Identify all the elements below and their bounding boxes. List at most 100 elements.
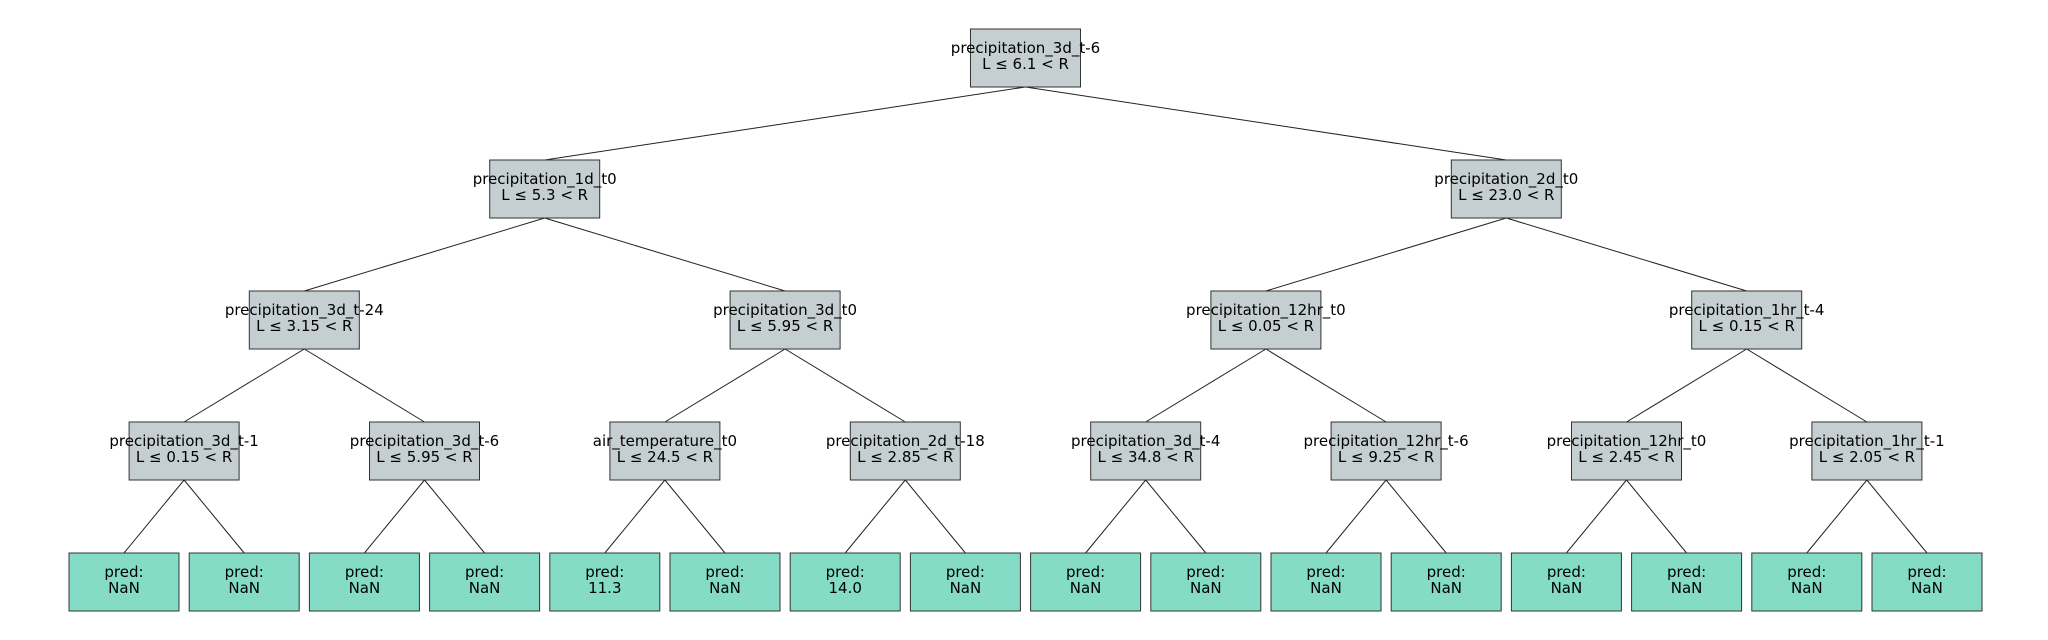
leaf-pred-label: pred: bbox=[1907, 563, 1946, 581]
leaf-pred-label: pred: bbox=[1667, 563, 1706, 581]
leaf-value-label: NaN bbox=[1190, 579, 1222, 597]
node-feature-label: precipitation_12hr_t-6 bbox=[1304, 432, 1469, 451]
tree-edge bbox=[1626, 479, 1687, 554]
node-rule-label: L ≤ 5.95 < R bbox=[376, 448, 472, 466]
node-rule-label: L ≤ 6.1 < R bbox=[982, 55, 1069, 73]
node-rule-label: L ≤ 0.05 < R bbox=[1218, 317, 1314, 335]
tree-edge bbox=[1506, 217, 1747, 292]
tree-edge bbox=[1145, 479, 1207, 554]
leaf-box bbox=[1871, 552, 1983, 612]
tree-edge bbox=[784, 348, 906, 423]
node-feature-label: precipitation_2d_t-18 bbox=[826, 432, 985, 451]
tree-edge bbox=[544, 86, 1026, 161]
leaf-node: pred:NaN bbox=[1510, 552, 1622, 612]
leaf-pred-label: pred: bbox=[465, 563, 504, 581]
leaf-node: pred:NaN bbox=[1150, 552, 1262, 612]
leaf-pred-label: pred: bbox=[345, 563, 384, 581]
split-box bbox=[1571, 421, 1682, 481]
node-feature-label: precipitation_2d_t0 bbox=[1434, 170, 1578, 189]
leaf-node: pred:NaN bbox=[1030, 552, 1142, 612]
leaf-box bbox=[1631, 552, 1743, 612]
leaf-node: pred:NaN bbox=[68, 552, 180, 612]
leaf-node: pred:14.0 bbox=[789, 552, 901, 612]
node-rule-label: L ≤ 9.25 < R bbox=[1338, 448, 1434, 466]
split-node: precipitation_3d_t-6L ≤ 6.1 < R bbox=[951, 28, 1100, 88]
leaf-value-label: NaN bbox=[108, 579, 140, 597]
leaf-pred-label: pred: bbox=[705, 563, 744, 581]
leaf-value-label: NaN bbox=[349, 579, 381, 597]
split-box bbox=[729, 290, 841, 350]
tree-edge bbox=[664, 479, 726, 554]
split-node: precipitation_3d_t0L ≤ 5.95 < R bbox=[713, 290, 857, 350]
node-feature-label: precipitation_1hr_t-4 bbox=[1669, 301, 1825, 320]
leaf-pred-label: pred: bbox=[225, 563, 264, 581]
leaf-node: pred:NaN bbox=[909, 552, 1021, 612]
leaf-box bbox=[308, 552, 420, 612]
split-node: precipitation_12hr_t-6L ≤ 9.25 < R bbox=[1304, 421, 1469, 481]
tree-edge bbox=[1265, 348, 1387, 423]
node-rule-label: L ≤ 3.15 < R bbox=[256, 317, 352, 335]
split-box bbox=[1811, 421, 1923, 481]
tree-edge bbox=[1085, 479, 1147, 554]
split-box bbox=[1330, 421, 1442, 481]
leaf-value-label: NaN bbox=[1911, 579, 1943, 597]
node-rule-label: L ≤ 34.8 < R bbox=[1098, 448, 1194, 466]
tree-edge bbox=[183, 479, 245, 554]
tree-edge bbox=[1385, 479, 1447, 554]
tree-edge bbox=[364, 479, 425, 554]
split-node: precipitation_3d_t-6L ≤ 5.95 < R bbox=[350, 421, 499, 481]
split-node: precipitation_2d_t-18L ≤ 2.85 < R bbox=[826, 421, 985, 481]
leaf-box bbox=[549, 552, 661, 612]
node-rule-label: L ≤ 0.15 < R bbox=[1699, 317, 1795, 335]
leaf-pred-label: pred: bbox=[1306, 563, 1345, 581]
tree-edge bbox=[1806, 479, 1868, 554]
leaf-box bbox=[1150, 552, 1262, 612]
leaf-value-label: NaN bbox=[1310, 579, 1342, 597]
leaf-value-label: NaN bbox=[1791, 579, 1823, 597]
node-feature-label: precipitation_12hr_t0 bbox=[1186, 301, 1346, 320]
leaf-box bbox=[1030, 552, 1142, 612]
leaf-box bbox=[789, 552, 901, 612]
leaf-value-label: NaN bbox=[1070, 579, 1102, 597]
leaf-box bbox=[1510, 552, 1622, 612]
tree-edge bbox=[1145, 348, 1267, 423]
leaf-value-label: NaN bbox=[709, 579, 741, 597]
tree-edge bbox=[1566, 479, 1627, 554]
leaf-node: pred:NaN bbox=[1631, 552, 1743, 612]
tree-edge bbox=[1866, 479, 1928, 554]
node-rule-label: L ≤ 2.05 < R bbox=[1819, 448, 1915, 466]
split-node: precipitation_12hr_t0L ≤ 2.45 < R bbox=[1547, 421, 1706, 481]
leaf-value-label: NaN bbox=[228, 579, 260, 597]
split-node: precipitation_1hr_t-1L ≤ 2.05 < R bbox=[1789, 421, 1945, 481]
split-node: precipitation_3d_t-24L ≤ 3.15 < R bbox=[225, 290, 384, 350]
leaf-pred-label: pred: bbox=[585, 563, 624, 581]
split-box bbox=[609, 421, 721, 481]
leaf-box bbox=[188, 552, 300, 612]
node-rule-label: L ≤ 23.0 < R bbox=[1458, 186, 1554, 204]
split-box bbox=[248, 290, 360, 350]
tree-edge bbox=[1265, 217, 1507, 292]
leaf-pred-label: pred: bbox=[1787, 563, 1826, 581]
leaf-box bbox=[909, 552, 1021, 612]
tree-edge bbox=[424, 479, 485, 554]
tree-edge bbox=[123, 479, 185, 554]
leaf-value-label: NaN bbox=[950, 579, 982, 597]
node-rule-label: L ≤ 2.85 < R bbox=[857, 448, 953, 466]
node-rule-label: L ≤ 24.5 < R bbox=[617, 448, 713, 466]
leaf-node: pred:NaN bbox=[308, 552, 420, 612]
leaf-pred-label: pred: bbox=[104, 563, 143, 581]
leaf-value-label: NaN bbox=[469, 579, 501, 597]
split-box bbox=[1691, 290, 1803, 350]
leaf-box bbox=[1270, 552, 1382, 612]
node-rule-label: L ≤ 0.15 < R bbox=[136, 448, 232, 466]
split-node: precipitation_2d_t0L ≤ 23.0 < R bbox=[1434, 159, 1578, 219]
node-feature-label: precipitation_3d_t-24 bbox=[225, 301, 384, 320]
tree-edge bbox=[1626, 348, 1747, 423]
split-node: precipitation_1d_t0L ≤ 5.3 < R bbox=[473, 159, 617, 219]
node-feature-label: precipitation_3d_t-6 bbox=[350, 432, 499, 451]
split-box bbox=[1450, 159, 1562, 219]
tree-edge bbox=[1746, 348, 1868, 423]
node-feature-label: precipitation_1hr_t-1 bbox=[1789, 432, 1945, 451]
